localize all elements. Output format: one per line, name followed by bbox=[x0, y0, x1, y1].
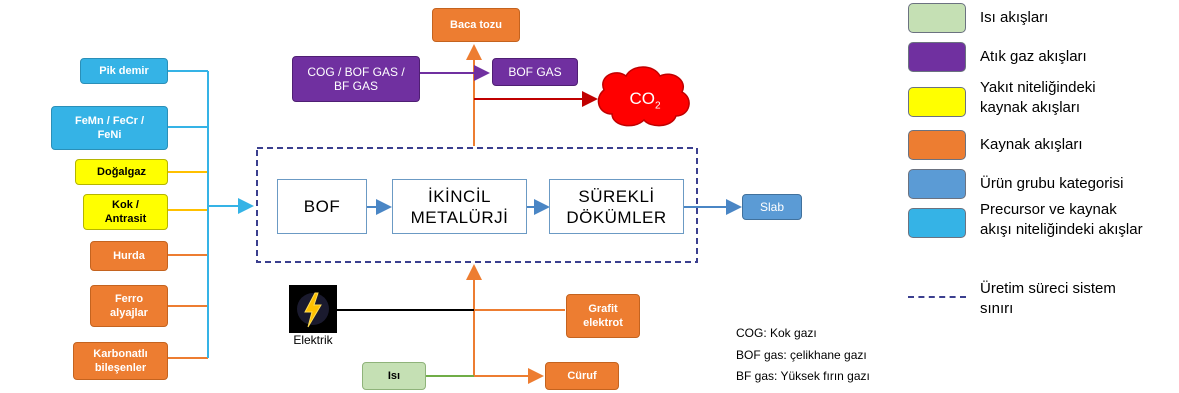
lightning-icon bbox=[289, 285, 337, 333]
note-cog: COG: Kok gazı bbox=[736, 326, 817, 340]
legend-label: Isı akışları bbox=[980, 9, 1049, 26]
note-text: COG: Kok gazı bbox=[736, 326, 817, 340]
co2-cloud bbox=[597, 66, 690, 127]
elektrik-label: Elektrik bbox=[280, 333, 346, 347]
input-label: Karbonatlı bileşenler bbox=[93, 348, 148, 374]
legend-swatch-precursor bbox=[908, 208, 966, 238]
gas-source-box: COG / BOF GAS / BF GAS bbox=[292, 56, 420, 102]
legend-swatch-boundary bbox=[908, 296, 966, 298]
process-label: İKİNCİL METALÜRJİ bbox=[410, 186, 509, 227]
input-ferro-alyajlar: Ferro alyajlar bbox=[90, 285, 168, 327]
input-label: Ferro alyajlar bbox=[110, 293, 148, 319]
input-isi: Isı bbox=[362, 362, 426, 390]
legend-label: Precursor ve kaynak akışı niteliğindeki … bbox=[980, 201, 1143, 238]
process-label: SÜREKLİ DÖKÜMLER bbox=[566, 186, 667, 227]
input-karbonatli-bilesenler: Karbonatlı bileşenler bbox=[73, 342, 168, 380]
legend-label: Kaynak akışları bbox=[980, 136, 1083, 153]
legend-swatch-isi bbox=[908, 3, 966, 33]
lightning-bolt-icon bbox=[297, 292, 329, 328]
legend-label: Ürün grubu kategorisi bbox=[980, 175, 1124, 192]
gas-source-label: COG / BOF GAS / BF GAS bbox=[307, 65, 405, 93]
legend-label: Atık gaz akışları bbox=[980, 48, 1087, 65]
co2-subscript: 2 bbox=[654, 100, 661, 112]
output-bof-gas: BOF GAS bbox=[492, 58, 578, 86]
legend-swatch-yakit bbox=[908, 87, 966, 117]
process-label: BOF bbox=[303, 197, 341, 216]
note-text: BOF gas: çelikhane gazı bbox=[736, 348, 867, 362]
input-label: Doğalgaz bbox=[97, 166, 146, 178]
bof-gas-label: BOF GAS bbox=[508, 65, 562, 79]
note-bof-gas: BOF gas: çelikhane gazı bbox=[736, 348, 867, 362]
input-femn-fecr-feni: FeMn / FeCr / FeNi bbox=[51, 106, 168, 150]
baca-tozu-label: Baca tozu bbox=[450, 19, 502, 31]
isi-label: Isı bbox=[387, 370, 401, 382]
legend-swatch-urun bbox=[908, 169, 966, 199]
elektrik-text: Elektrik bbox=[293, 333, 333, 347]
legend-swatch-kaynak bbox=[908, 130, 966, 160]
input-label: FeMn / FeCr / FeNi bbox=[74, 115, 145, 141]
input-hurda: Hurda bbox=[90, 241, 168, 271]
output-slab: Slab bbox=[742, 194, 802, 220]
output-curuf: Cüruf bbox=[545, 362, 619, 390]
co2-label: CO2 bbox=[610, 86, 680, 112]
legend-label: Yakıt niteliğindeki kaynak akışları bbox=[980, 79, 1096, 116]
system-boundary bbox=[256, 147, 698, 263]
note-text: BF gas: Yüksek fırın gazı bbox=[736, 369, 870, 383]
input-grafit-elektrot: Grafit elektrot bbox=[566, 294, 640, 338]
input-kok-antrasit: Kok / Antrasit bbox=[83, 194, 168, 230]
process-surekli-dokumler: SÜREKLİ DÖKÜMLER bbox=[549, 179, 684, 234]
slab-label: Slab bbox=[759, 200, 785, 214]
input-label: Kok / Antrasit bbox=[104, 199, 147, 225]
grafit-label: Grafit elektrot bbox=[583, 303, 623, 329]
legend-swatch-atik-gaz bbox=[908, 42, 966, 72]
process-bof: BOF bbox=[277, 179, 367, 234]
input-label: Pik demir bbox=[99, 65, 149, 77]
co2-text: CO bbox=[629, 89, 655, 108]
input-pik-demir: Pik demir bbox=[80, 58, 168, 84]
output-baca-tozu: Baca tozu bbox=[432, 8, 520, 42]
legend-label: Üretim süreci sistem sınırı bbox=[980, 280, 1116, 317]
curuf-label: Cüruf bbox=[567, 370, 597, 382]
input-label: Hurda bbox=[113, 250, 145, 262]
note-bf-gas: BF gas: Yüksek fırın gazı bbox=[736, 369, 870, 383]
process-ikincil-metalurji: İKİNCİL METALÜRJİ bbox=[392, 179, 527, 234]
input-dogalgaz: Doğalgaz bbox=[75, 159, 168, 185]
